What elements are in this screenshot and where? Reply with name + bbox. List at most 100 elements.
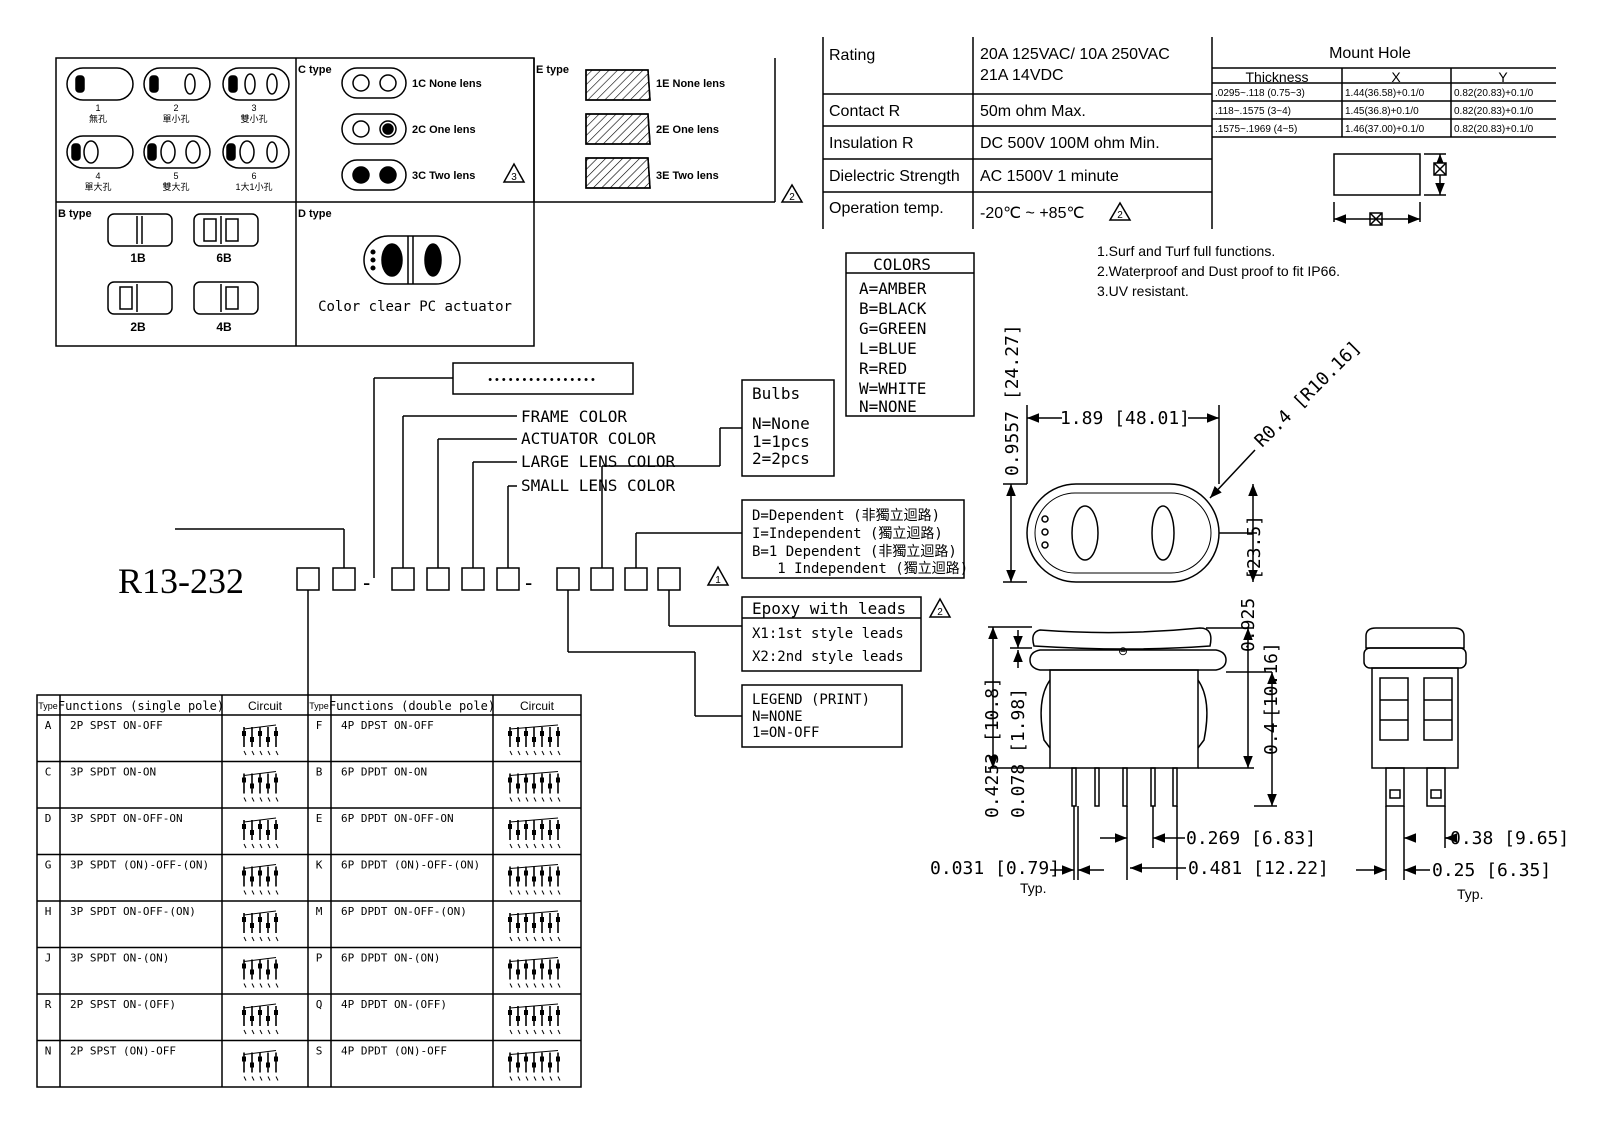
circuit-symbol-double <box>508 1050 561 1081</box>
b-type-title: B type <box>58 208 92 220</box>
spec-insulation-label: Insulation R <box>829 135 914 152</box>
a-label-text-4: 單大孔 <box>84 181 111 192</box>
row-type-double: S <box>316 1045 323 1058</box>
a-label-text-2: 單小孔 <box>162 114 189 124</box>
circuit-symbol-double <box>508 724 561 756</box>
row-function-single: 3P SPDT (ON)-OFF-(ON) <box>70 859 209 872</box>
a-label-text-1: 無孔 <box>89 113 107 124</box>
dim-pin-pitch: 0.269 [6.83] <box>1186 828 1316 849</box>
d-type-actuator <box>363 235 461 285</box>
ftable-header-single: Functions (single pole) <box>58 699 224 713</box>
color-item-l: L=BLUE <box>859 339 917 358</box>
color-item-b: B=BLACK <box>859 299 927 318</box>
row-type-single: J <box>45 952 52 965</box>
circuit-option-i: I=Independent (獨立迴路) <box>752 526 943 542</box>
row-type-double: K <box>316 859 323 872</box>
note-1: 1.Surf and Turf full functions. <box>1097 243 1275 259</box>
row-type-single: R <box>45 998 52 1011</box>
circuit-symbol-single <box>242 817 279 849</box>
svg-text:2: 2 <box>789 192 795 203</box>
mount-row3-y: 0.82(20.83)+0.1/0 <box>1454 124 1534 135</box>
front-view-body <box>1026 483 1220 583</box>
b-type-2b <box>107 281 173 315</box>
dim-left-2: 0.078 [1.98] <box>1008 688 1029 818</box>
end-view-rocker <box>1365 627 1465 649</box>
actuator-color-label: ACTUATOR COLOR <box>521 429 656 448</box>
color-item-a: A=AMBER <box>859 279 927 298</box>
row-function-single: 2P SPST ON-(OFF) <box>70 998 176 1011</box>
bulbs-item-2: 2=2pcs <box>752 449 810 468</box>
e-type-item-2: 2E One lens <box>656 124 719 136</box>
e-type-title: E type <box>536 64 569 76</box>
revision-triangle-3: 3 <box>502 162 526 183</box>
a-type-lens-4 <box>66 135 134 169</box>
dim-end-pin: 0.25 [6.35] <box>1432 860 1551 881</box>
side-view: ⊖ 0.4253 [10.8] 0.078 [1.98] 0.925 [10.1… <box>930 598 1329 896</box>
e-type-item-1: 1E None lens <box>656 78 725 90</box>
bulbs-item-none: N=None <box>752 414 810 433</box>
spec-contact-label: Contact R <box>829 103 900 120</box>
row-function-double: 4P DPDT (ON)-OFF <box>341 1045 447 1058</box>
row-type-double: M <box>316 905 323 918</box>
circuit-option-b1: B=1 Dependent (非獨立迴路) <box>752 544 957 560</box>
note-3: 3.UV resistant. <box>1097 283 1189 299</box>
row-function-single: 3P SPDT ON-ON <box>70 766 156 779</box>
b-type-label-6b: 6B <box>216 251 232 265</box>
bulbs-title: Bulbs <box>752 384 800 403</box>
row-function-double: 6P DPDT ON-ON <box>341 766 427 779</box>
circuit-symbol-double <box>508 1003 561 1035</box>
revision-triangle-2-panel: 2 <box>780 183 804 203</box>
spec-contact-value: 50m ohm Max. <box>980 103 1086 120</box>
ftable-header-circuit-1: Circuit <box>248 699 283 713</box>
lens-type-panel: 1 無孔 2 單小孔 3 雙小孔 4 單大孔 5 雙大孔 6 1大1小孔 C t… <box>55 57 804 347</box>
row-function-double: 4P DPDT ON-(OFF) <box>341 998 447 1011</box>
a-type-lens-6 <box>222 135 290 169</box>
spec-rating-value-2: 21A 14VDC <box>980 67 1064 84</box>
circuit-symbol-double <box>508 771 561 802</box>
code-box-1 <box>296 567 320 591</box>
row-function-single: 2P SPST ON-OFF <box>70 719 163 732</box>
spec-temp-label: Operation temp. <box>829 200 944 217</box>
row-type-double: E <box>316 812 323 825</box>
row-type-single: H <box>45 905 52 918</box>
circuit-option-d: D=Dependent (非獨立迴路) <box>752 508 940 524</box>
a-label-num-1: 1 <box>95 103 100 113</box>
row-function-single: 3P SPDT ON-(ON) <box>70 952 169 965</box>
circuit-options-box <box>741 499 965 579</box>
frame-color-label: FRAME COLOR <box>521 407 627 426</box>
row-type-double: P <box>316 952 323 965</box>
code-box-8 <box>590 567 614 591</box>
epoxy-title: Epoxy with leads <box>752 599 906 618</box>
circuit-symbol-double <box>508 910 561 942</box>
row-type-single: N <box>45 1045 52 1058</box>
legend-item-1: 1=ON-OFF <box>752 725 819 741</box>
circuit-symbol-double <box>508 864 561 895</box>
code-box-4 <box>426 567 450 591</box>
mount-header-thickness: Thickness <box>1245 69 1308 85</box>
row-function-single: 3P SPDT ON-OFF-(ON) <box>70 905 196 918</box>
c-type-item-3: 3C Two lens <box>412 170 475 182</box>
epoxy-item-x1: X1:1st style leads <box>752 626 904 642</box>
dim-left-1: 0.4253 [10.8] <box>982 677 1003 818</box>
side-view-bezel <box>1029 649 1227 671</box>
row-function-single: 2P SPST (ON)-OFF <box>70 1045 176 1058</box>
a-type-lens-1 <box>66 67 134 101</box>
ftable-header-double: Functions (double pole) <box>329 699 495 713</box>
row-type-double: Q <box>316 998 323 1011</box>
bulbs-item-1: 1=1pcs <box>752 432 810 451</box>
circuit-symbol-double <box>508 817 561 849</box>
circuit-option-b2: 1 Independent (獨立迴路) <box>752 561 968 577</box>
b-type-label-1b: 1B <box>130 251 146 265</box>
mount-header-y: Y <box>1498 69 1508 85</box>
dim-side-h1: 0.925 <box>1238 598 1259 652</box>
circuit-symbol-single <box>242 724 279 756</box>
row-function-double: 4P DPST ON-OFF <box>341 719 434 732</box>
color-item-r: R=RED <box>859 359 907 378</box>
b-type-label-2b: 2B <box>130 320 146 334</box>
legend-box <box>741 684 903 748</box>
color-item-n: N=NONE <box>859 397 917 416</box>
side-view-rocker <box>1032 627 1212 650</box>
legend-item-n: N=NONE <box>752 709 803 725</box>
part-code-tree: R13-232 - - 1 •••••••••••••••• FRAME COL… <box>118 362 968 748</box>
svg-text:2: 2 <box>1117 210 1123 221</box>
